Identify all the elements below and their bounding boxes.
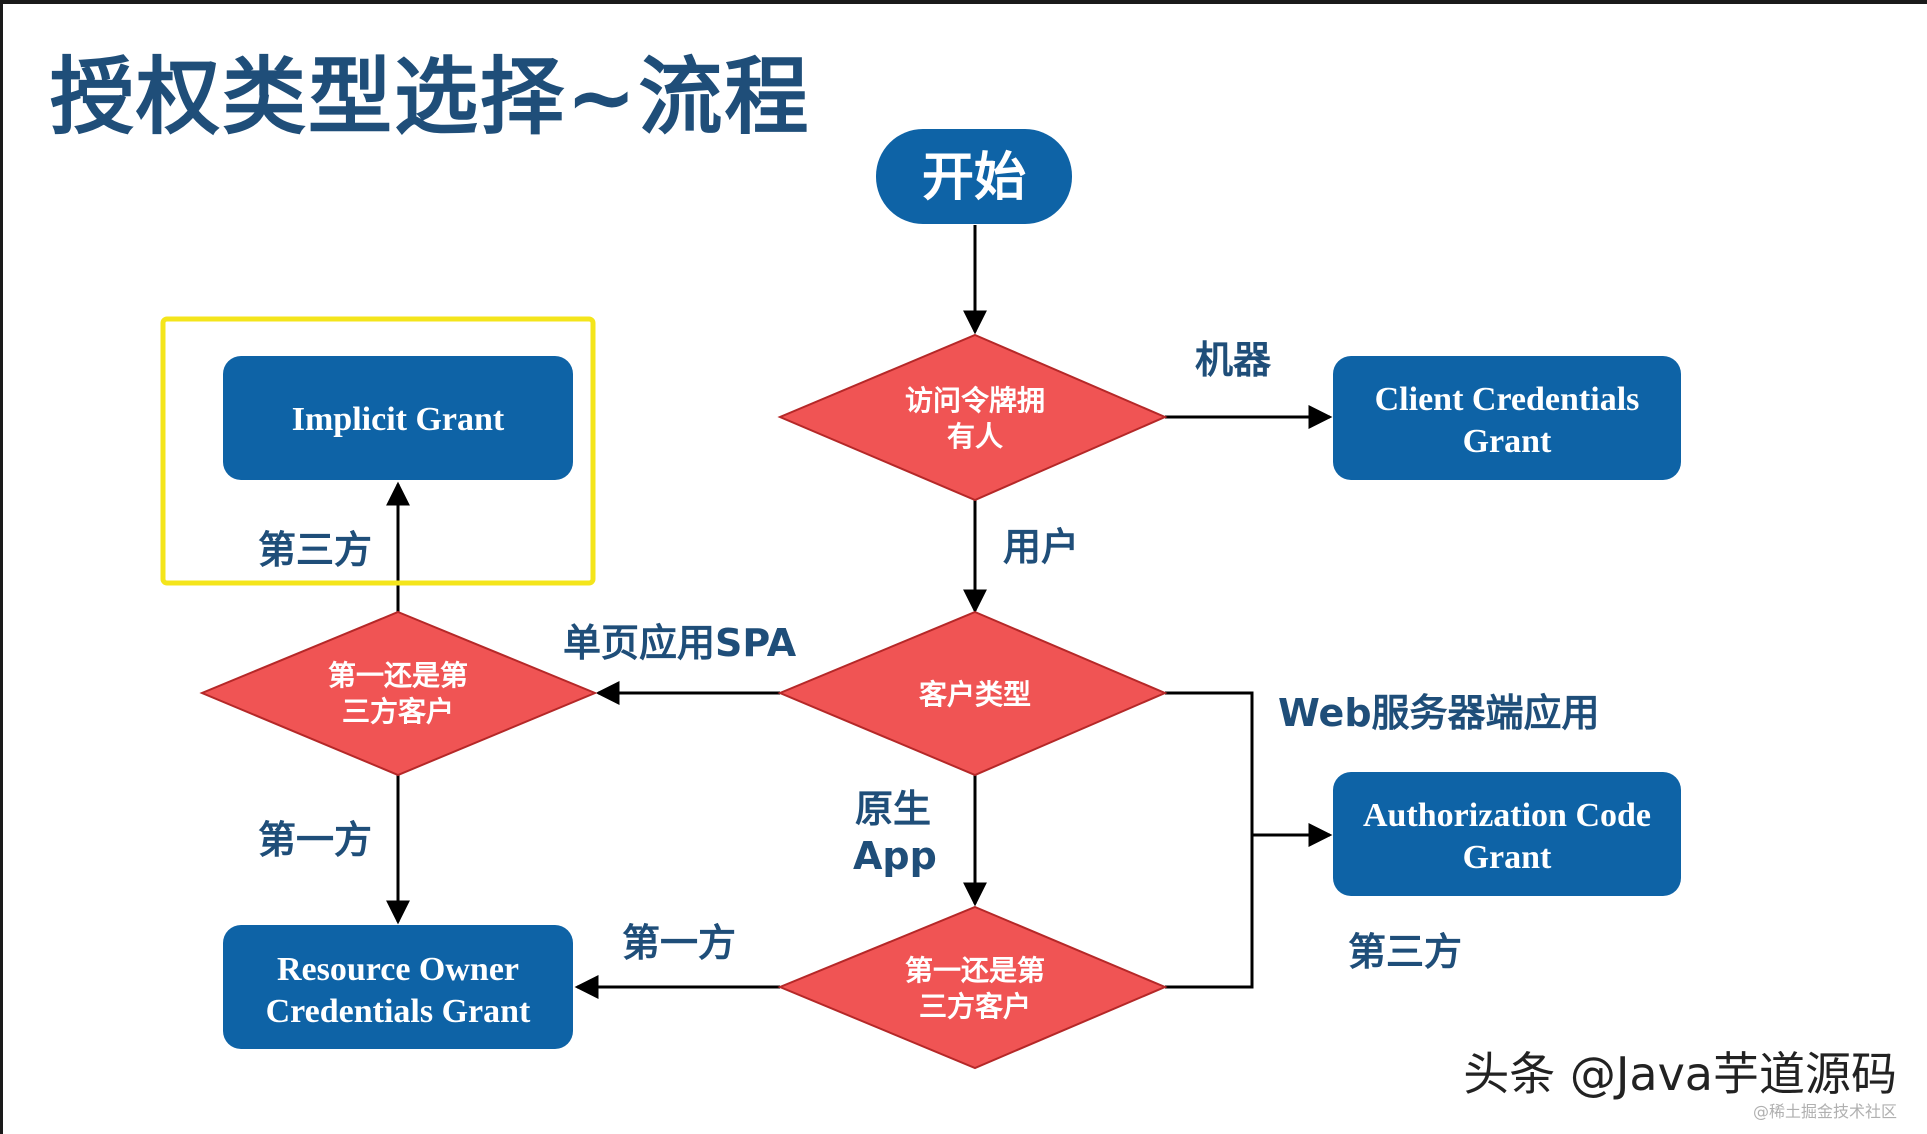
edge-label-third-party-right: 第三方: [1348, 930, 1462, 974]
edge-label-web: Web服务器端应用: [1278, 691, 1600, 735]
decision-token-owner-line2: 有人: [947, 420, 1003, 453]
resource-owner-line2: Credentials Grant: [266, 993, 531, 1030]
start-node: [876, 129, 1072, 224]
decision-token-owner: [777, 333, 1168, 502]
edge-label-native-line2: App: [853, 834, 937, 878]
decision-party-left: [199, 610, 598, 777]
auth-code-line2: Grant: [1463, 839, 1552, 876]
client-credentials-line2: Grant: [1463, 423, 1552, 460]
edge-label-first-party-bottom: 第一方: [622, 921, 736, 965]
resource-owner-box: [223, 925, 573, 1049]
auth-code-line1: Authorization Code: [1363, 797, 1651, 834]
decision-party-bottom: [777, 905, 1168, 1070]
watermark: 头条 @Java芋道源码: [1463, 1047, 1897, 1101]
page-title: 授权类型选择~流程: [50, 48, 811, 146]
implicit-highlight-frame: [160, 316, 596, 586]
decision-party-left-line1: 第一还是第: [328, 659, 468, 692]
client-credentials-line1: Client Credentials: [1375, 381, 1640, 418]
top-border: [0, 0, 1927, 4]
watermark-small: @稀土掘金技术社区: [1752, 1102, 1897, 1121]
left-border: [0, 0, 3, 1134]
decision-party-bottom-line1: 第一还是第: [905, 954, 1045, 987]
implicit-grant-label: Implicit Grant: [292, 401, 505, 438]
edge-label-spa: 单页应用SPA: [563, 621, 797, 665]
decision-client-type: [777, 610, 1168, 777]
edge-client-type-web: [1165, 691, 1254, 989]
decision-party-left-line2: 三方客户: [342, 695, 454, 728]
edge-label-first-party-left: 第一方: [258, 818, 372, 862]
start-label: 开始: [922, 148, 1026, 208]
auth-code-box: [1333, 772, 1681, 896]
edge-label-user: 用户: [1003, 525, 1079, 569]
client-credentials-box: [1333, 356, 1681, 480]
edge-label-machine: 机器: [1195, 338, 1272, 382]
decision-client-type-label: 客户类型: [919, 678, 1031, 711]
resource-owner-line1: Resource Owner: [277, 951, 519, 988]
edge-label-native-line1: 原生: [855, 787, 931, 831]
decision-token-owner-line1: 访问令牌拥: [905, 384, 1045, 417]
decision-party-bottom-line2: 三方客户: [919, 990, 1031, 1023]
edge-label-third-party-left: 第三方: [258, 528, 372, 572]
implicit-grant-box: [223, 356, 573, 480]
